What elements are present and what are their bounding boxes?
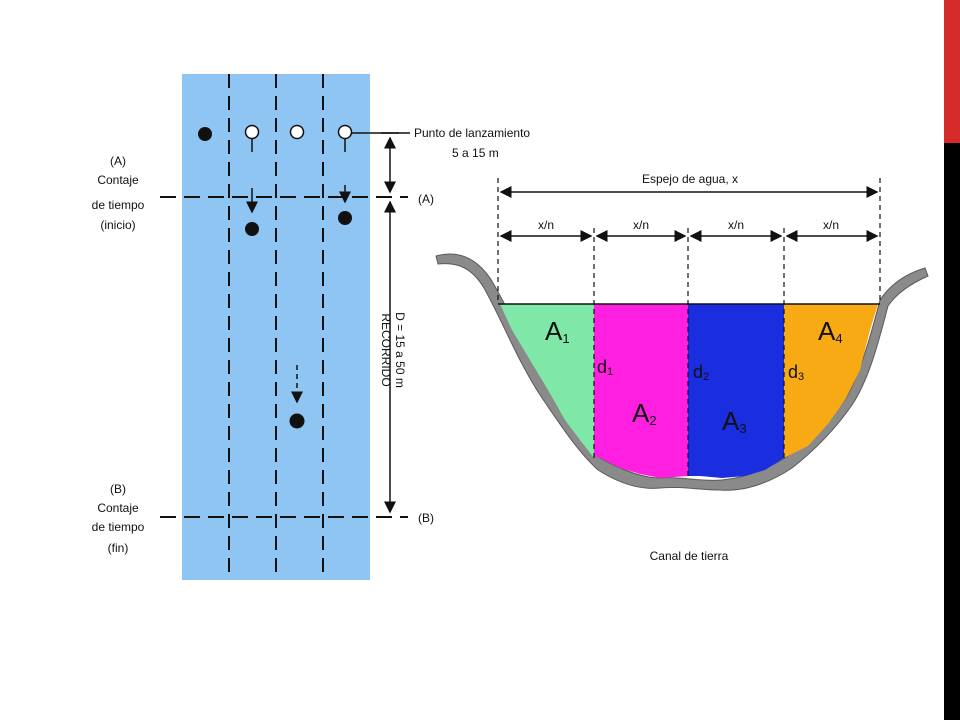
launch-point-label: Punto de lanzamiento [414, 126, 530, 140]
marker-a-label: (A) [418, 192, 434, 206]
slide-edge-bar [944, 0, 960, 720]
segment-label: x/n [538, 218, 554, 232]
distance-dimension [381, 132, 399, 514]
svg-text:Contaje: Contaje [97, 501, 139, 515]
launch-point-distance: 5 a 15 m [452, 146, 499, 160]
svg-text:(B): (B) [110, 482, 126, 496]
svg-text:(inicio): (inicio) [100, 218, 135, 232]
slide-accent-bar [944, 0, 960, 143]
float-position [289, 413, 305, 429]
segment-label: x/n [823, 218, 839, 232]
float-method-diagram: Punto de lanzamiento 5 a 15 m (A) (B) (A… [92, 74, 530, 580]
depth-d3-label: d3 [788, 362, 804, 383]
cross-section-diagram: Espejo de agua, x x/n x/n x/n x/n A1 A2 … [435, 172, 929, 563]
water-width-label: Espejo de agua, x [642, 172, 738, 186]
area-a4 [784, 304, 878, 458]
depth-d1-label: d1 [597, 357, 613, 378]
area-a3-label: A3 [722, 406, 747, 436]
distance-label: RECORRIDO D = 15 a 50 m [379, 312, 407, 388]
area-a1-label: A1 [545, 316, 570, 346]
float-track-2 [289, 124, 305, 429]
svg-text:(fin): (fin) [108, 541, 129, 555]
area-a1 [500, 304, 594, 458]
end-timing-label: (B) Contaje de tiempo (fin) [92, 482, 145, 555]
float-launch-point [244, 124, 260, 140]
svg-text:de tiempo: de tiempo [92, 520, 145, 534]
area-a2-label: A2 [632, 398, 657, 428]
segment-label: x/n [728, 218, 744, 232]
start-timing-label: (A) Contaje de tiempo (inicio) [92, 154, 145, 232]
area-a3 [688, 304, 784, 478]
svg-text:D = 15 a 50 m: D = 15 a 50 m [393, 312, 407, 388]
float-position [338, 211, 352, 225]
area-a4-label: A4 [818, 316, 843, 346]
svg-text:de tiempo: de tiempo [92, 198, 145, 212]
svg-text:Contaje: Contaje [97, 173, 139, 187]
float-launch-point [337, 124, 353, 140]
float-solid [198, 127, 212, 141]
area-a2 [594, 304, 688, 478]
float-track-1 [244, 124, 260, 236]
float-track-3 [337, 124, 353, 225]
depth-d2-label: d2 [693, 362, 709, 383]
float-launch-point [289, 124, 305, 140]
svg-text:(A): (A) [110, 154, 126, 168]
float-position [245, 222, 259, 236]
segment-label: x/n [633, 218, 649, 232]
svg-text:RECORRIDO: RECORRIDO [379, 313, 393, 386]
section-caption: Canal de tierra [650, 549, 729, 563]
marker-b-label: (B) [418, 511, 434, 525]
stream-lines [228, 74, 324, 580]
